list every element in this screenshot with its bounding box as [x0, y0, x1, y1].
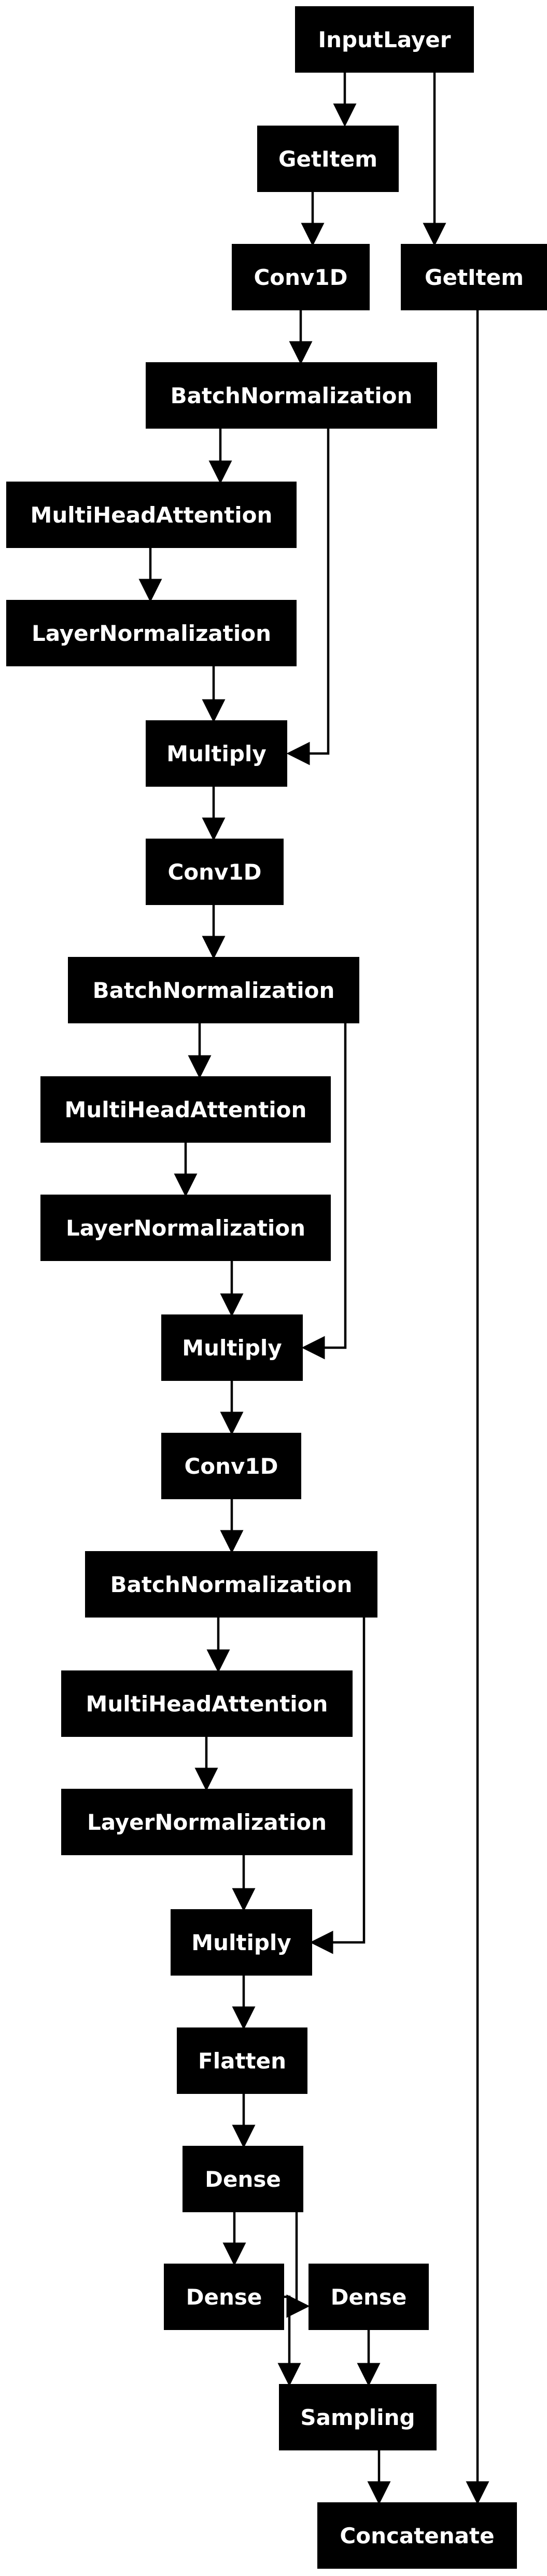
edge-dense2-sampling: [277, 2295, 301, 2387]
edge-bn3-mul3: [310, 1618, 366, 1954]
node-dense: Dense: [183, 2146, 303, 2212]
node-batchnormalization: BatchNormalization: [68, 957, 359, 1023]
node-dense: Dense: [308, 2264, 429, 2330]
node-multiheadattention: MultiHeadAttention: [40, 1076, 331, 1143]
edge-bn1-mul1: [286, 429, 330, 765]
node-multiply: Multiply: [146, 720, 287, 787]
node-layernormalization: LayerNormalization: [6, 600, 297, 666]
node-sampling: Sampling: [279, 2384, 437, 2450]
node-batchnormalization: BatchNormalization: [85, 1551, 377, 1618]
node-conv1d: Conv1D: [161, 1433, 301, 1499]
node-multiheadattention: MultiHeadAttention: [6, 482, 297, 548]
node-layernormalization: LayerNormalization: [40, 1195, 331, 1261]
node-getitem: GetItem: [401, 244, 547, 310]
node-inputlayer: InputLayer: [295, 6, 474, 73]
edge-dense1-dense3: [286, 2212, 310, 2318]
node-batchnormalization: BatchNormalization: [146, 362, 437, 429]
node-multiply: Multiply: [161, 1314, 303, 1381]
node-dense: Dense: [164, 2264, 284, 2330]
edge-bn2-mul2: [301, 1023, 347, 1360]
node-concatenate: Concatenate: [317, 2502, 517, 2569]
node-layernormalization: LayerNormalization: [61, 1789, 353, 1855]
node-conv1d: Conv1D: [232, 244, 370, 310]
node-multiply: Multiply: [171, 1909, 312, 1976]
node-multiheadattention: MultiHeadAttention: [61, 1670, 353, 1737]
node-flatten: Flatten: [177, 2027, 307, 2094]
node-conv1d: Conv1D: [146, 839, 284, 905]
node-getitem: GetItem: [257, 126, 399, 192]
